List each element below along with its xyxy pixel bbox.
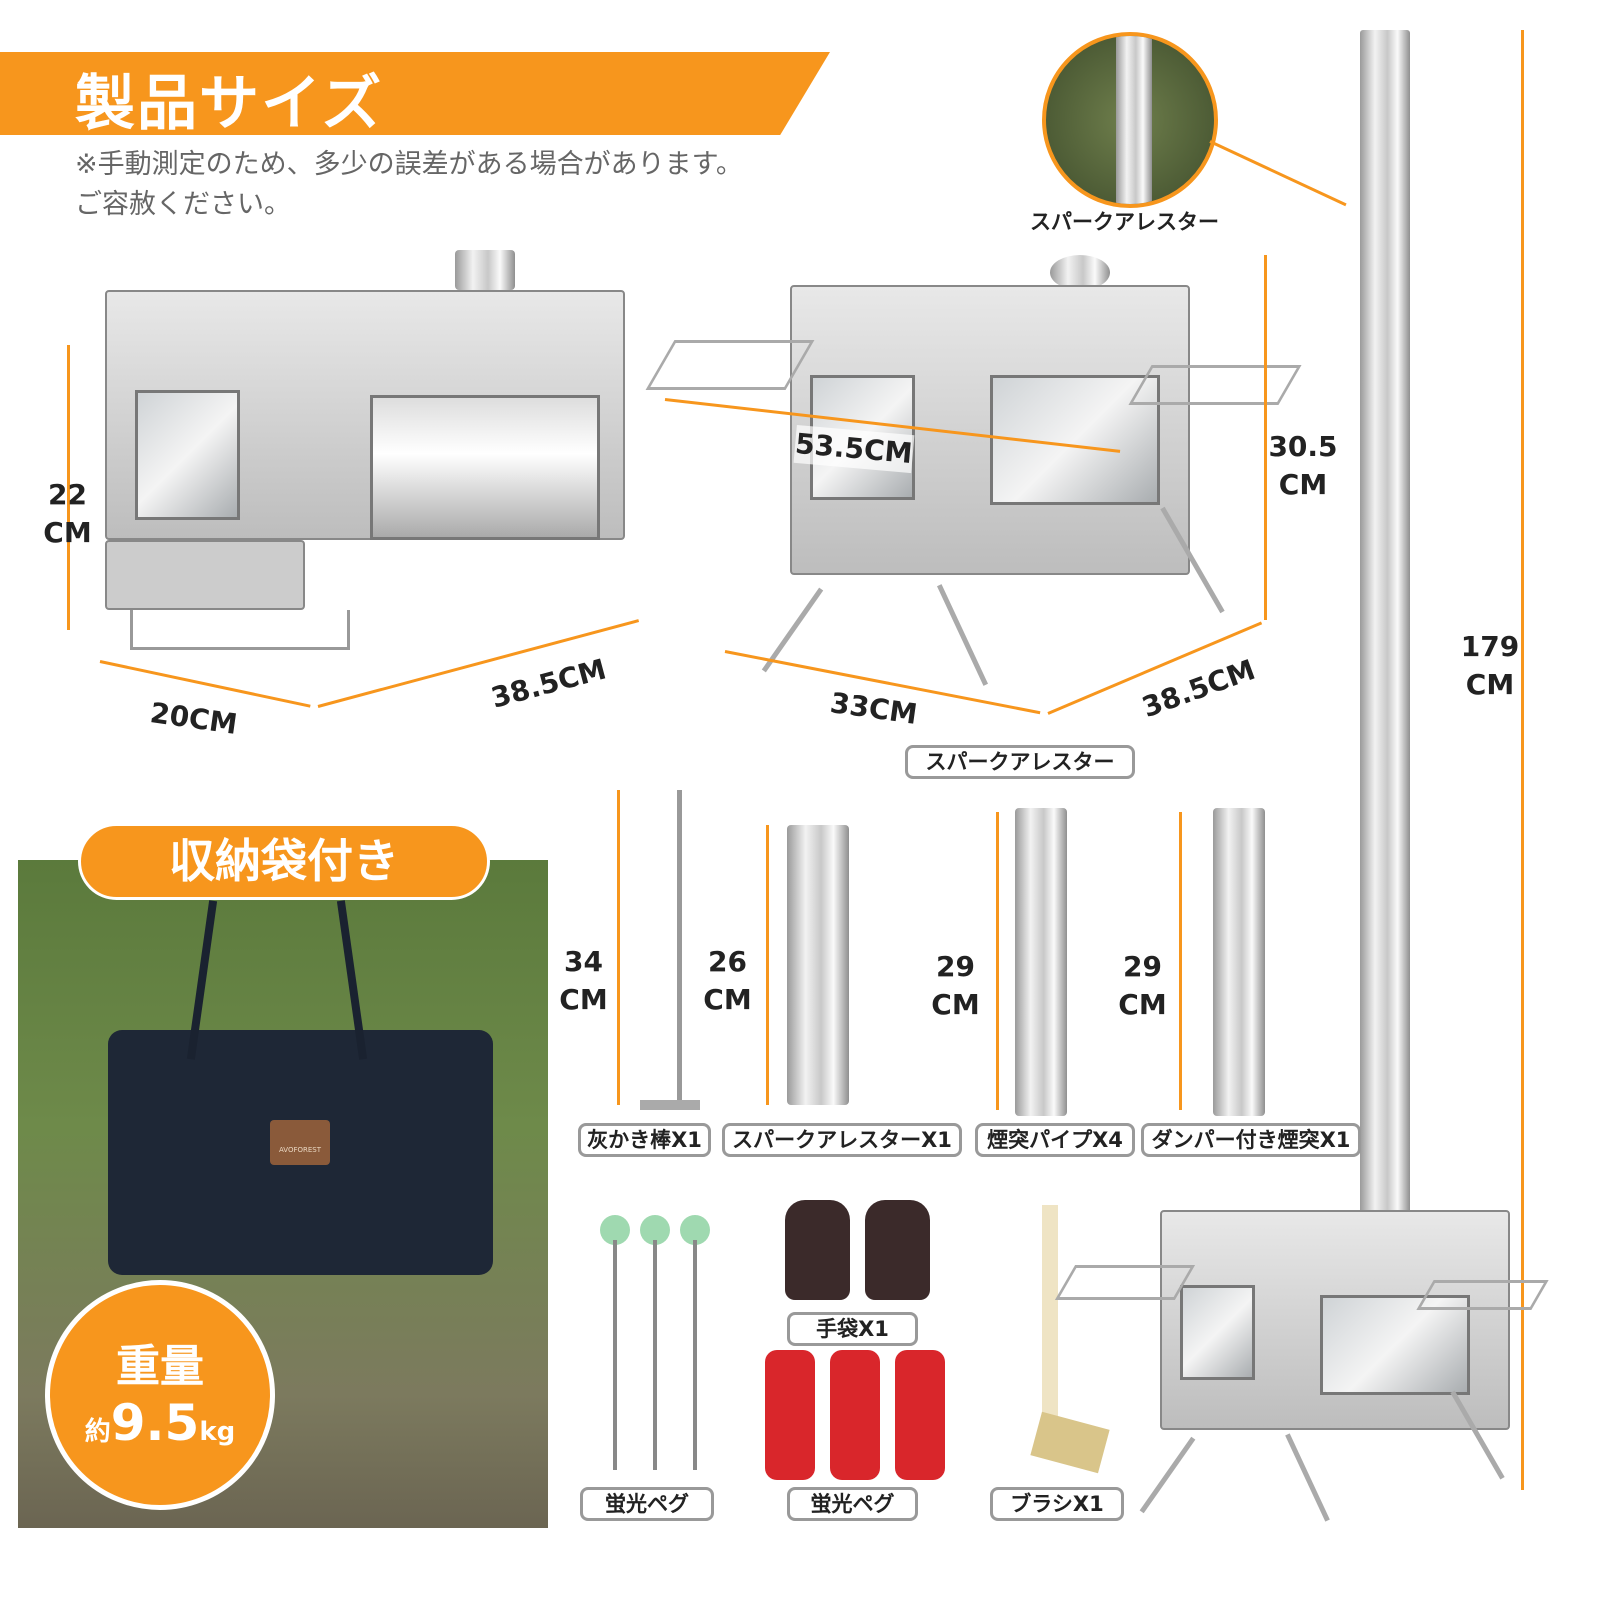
spark-arrester-closeup bbox=[1042, 32, 1218, 208]
bag-logo: AVOFOREST bbox=[270, 1120, 330, 1165]
note-line: ご容赦ください。 bbox=[75, 189, 291, 220]
weight-label: 重量 bbox=[116, 1341, 204, 1392]
chimney-pipe-size: 29 CM bbox=[931, 950, 980, 1021]
dimension-line bbox=[617, 790, 620, 1105]
glow-pegs-label: 蛍光ペグ bbox=[580, 1487, 714, 1521]
ash-poker-image bbox=[677, 790, 682, 1105]
guy-ropes-label: 蛍光ペグ bbox=[787, 1487, 918, 1521]
weight-number: 9.5 bbox=[110, 1394, 200, 1452]
weight-value: 約9.5kg bbox=[50, 1394, 270, 1452]
ash-poker-size: 34 CM bbox=[559, 945, 608, 1016]
damper-chimney-size: 29 CM bbox=[1118, 950, 1167, 1021]
gloves-image bbox=[785, 1200, 930, 1305]
damper-chimney-label: ダンパー付き煙突X1 bbox=[1141, 1123, 1361, 1157]
stove-compact-image bbox=[100, 250, 630, 660]
ash-poker-blade bbox=[640, 1100, 700, 1110]
damper-chimney-image bbox=[1213, 808, 1265, 1116]
dimension-line bbox=[1521, 30, 1524, 1490]
stove-open-depth: 33CM bbox=[828, 686, 920, 731]
storage-bag-badge: 収納袋付き bbox=[78, 823, 490, 900]
title-banner bbox=[0, 52, 830, 135]
stove-compact-width: 38.5CM bbox=[487, 652, 610, 715]
chimney-assembled-image bbox=[1360, 30, 1410, 1220]
guy-ropes-image bbox=[760, 1350, 950, 1480]
weight-unit: kg bbox=[199, 1417, 236, 1447]
weight-prefix: 約 bbox=[84, 1417, 111, 1447]
stove-compact-depth: 20CM bbox=[148, 696, 240, 741]
chimney-pipe-label: 煙突パイプX4 bbox=[975, 1123, 1135, 1157]
page-title: 製品サイズ bbox=[75, 69, 384, 139]
dimension-line bbox=[67, 345, 70, 630]
spark-arrester-callout-label: スパークアレスター bbox=[1030, 210, 1219, 234]
dimension-line bbox=[996, 812, 999, 1110]
stove-open-height: 30.5 CM bbox=[1268, 430, 1338, 501]
weight-badge: 重量 約9.5kg bbox=[45, 1280, 275, 1510]
dimension-line bbox=[1264, 255, 1267, 620]
dimension-line bbox=[766, 825, 769, 1105]
brush-image bbox=[1030, 1205, 1110, 1475]
spark-arrester-size: 26 CM bbox=[703, 945, 752, 1016]
spark-arrester-item-label: スパークアレスターX1 bbox=[722, 1123, 962, 1157]
chimney-total-height: 179 CM bbox=[1460, 630, 1520, 701]
dimension-line bbox=[1179, 812, 1182, 1110]
stove-open-image bbox=[645, 250, 1302, 690]
gloves-label: 手袋X1 bbox=[787, 1312, 918, 1346]
stove-assembled-image bbox=[1054, 1205, 1549, 1525]
measurement-note: ※手動測定のため、多少の誤差がある場合があります。 ご容赦ください。 bbox=[75, 145, 743, 225]
ash-poker-label: 灰かき棒X1 bbox=[578, 1123, 711, 1157]
brush-label: ブラシX1 bbox=[990, 1487, 1124, 1521]
chimney-pipe-image bbox=[1015, 808, 1067, 1116]
note-line: ※手動測定のため、多少の誤差がある場合があります。 bbox=[75, 149, 743, 180]
stove-compact-height: 22 CM bbox=[43, 478, 92, 549]
glow-pegs-image bbox=[580, 1210, 720, 1470]
callout-line bbox=[1209, 140, 1347, 207]
spark-arrester-image bbox=[787, 825, 849, 1105]
spark-arrester-label: スパークアレスター bbox=[905, 745, 1135, 779]
